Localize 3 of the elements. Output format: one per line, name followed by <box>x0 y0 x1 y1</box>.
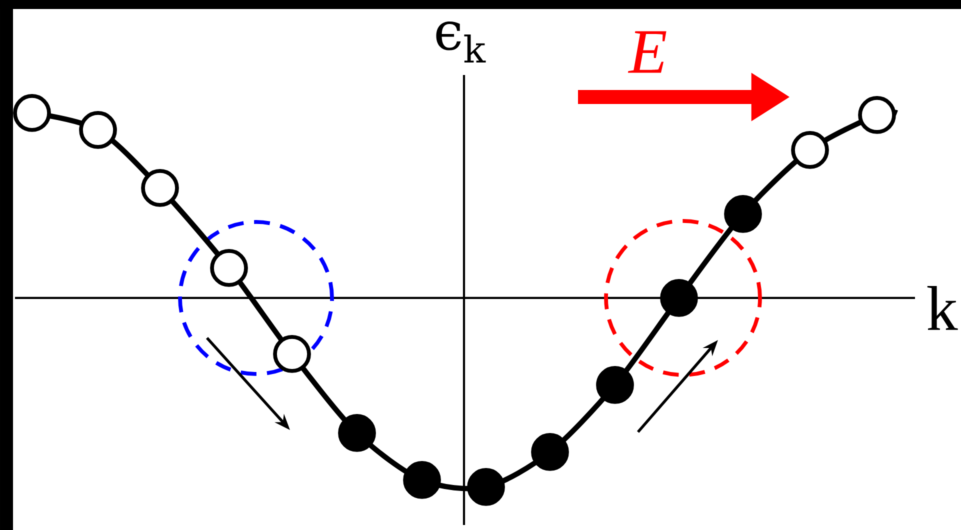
field-label: E <box>628 31 666 73</box>
axis-label: k <box>927 286 958 330</box>
axis-label: ϵ$_{k}$ <box>436 21 486 63</box>
